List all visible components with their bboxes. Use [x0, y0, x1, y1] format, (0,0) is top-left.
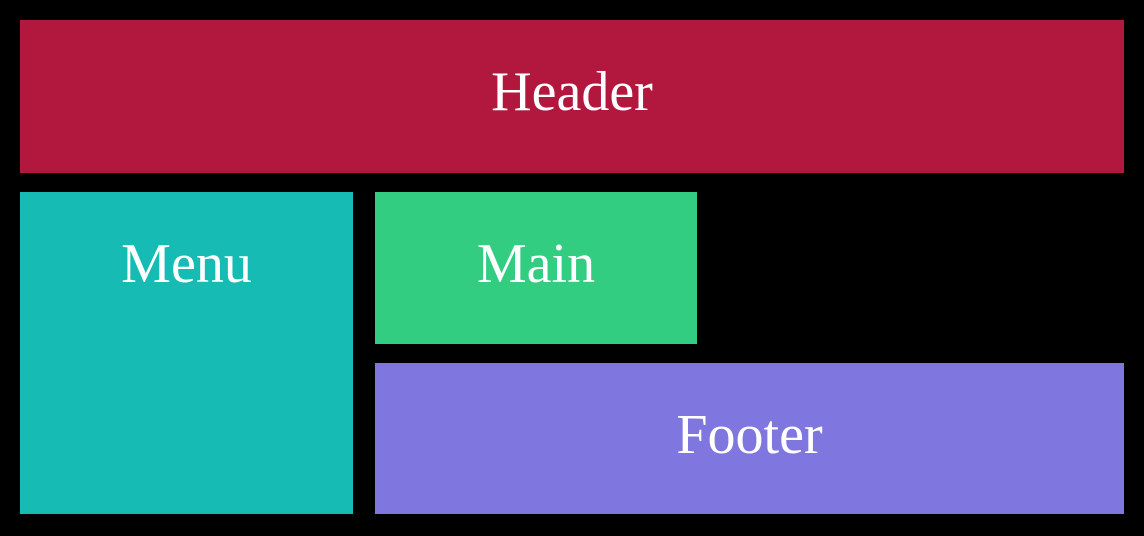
header-region: Header: [20, 20, 1124, 173]
menu-region: Menu: [20, 192, 353, 514]
main-region: Main: [375, 192, 697, 344]
footer-region: Footer: [375, 363, 1124, 514]
